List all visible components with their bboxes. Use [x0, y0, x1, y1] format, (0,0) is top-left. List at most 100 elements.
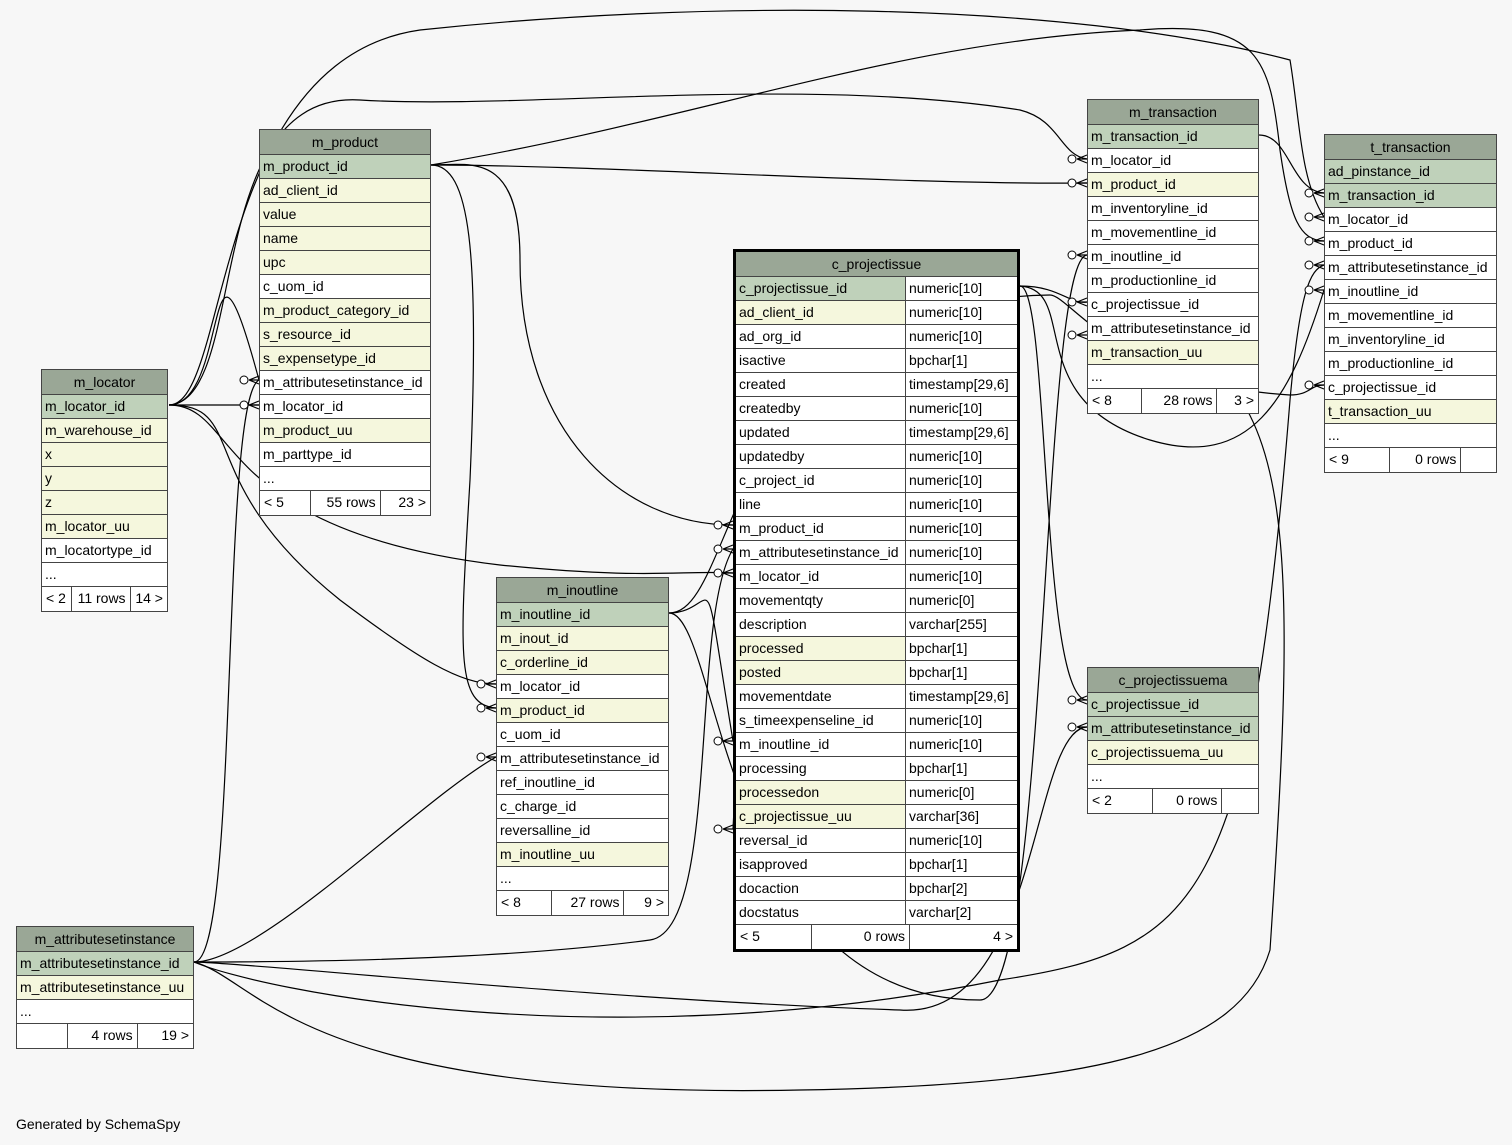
table-column-row[interactable]: m_inout_id — [497, 627, 668, 651]
table-column-row[interactable]: m_parttype_id — [260, 443, 430, 467]
children-link[interactable]: 3 > — [1234, 392, 1254, 408]
table-column-row[interactable]: c_uom_id — [497, 723, 668, 747]
table-column-row[interactable]: ... — [17, 1000, 193, 1024]
children-link[interactable]: 14 > — [135, 590, 163, 606]
parents-link[interactable]: < 9 — [1325, 448, 1391, 472]
table-column-row[interactable]: z — [42, 491, 167, 515]
table-column-row[interactable]: m_inventoryline_id — [1088, 197, 1258, 221]
table-column-row[interactable]: m_inventoryline_id — [1325, 328, 1496, 352]
parents-link[interactable]: < 8 — [497, 891, 553, 915]
table-column-row[interactable]: m_locator_id — [1325, 208, 1496, 232]
table-column-row[interactable]: name — [260, 227, 430, 251]
table-header[interactable]: m_product — [260, 130, 430, 155]
table-column-row[interactable]: upc — [260, 251, 430, 275]
table-column-row[interactable]: s_expensetype_id — [260, 347, 430, 371]
table-column-row[interactable]: m_locator_id — [497, 675, 668, 699]
table-column-row[interactable]: m_locator_id — [1088, 149, 1258, 173]
table-header[interactable]: m_inoutline — [497, 578, 668, 603]
parents-link[interactable]: < 2 — [42, 587, 72, 611]
table-column-row[interactable]: c_uom_id — [260, 275, 430, 299]
children-link[interactable]: 23 > — [398, 494, 426, 510]
table-column-row[interactable]: m_transaction_id — [1325, 184, 1496, 208]
parents-link[interactable]: < 5 — [736, 925, 812, 949]
children-link[interactable] — [1461, 448, 1496, 472]
children-link[interactable]: 9 > — [644, 894, 664, 910]
table-column-row[interactable]: y — [42, 467, 167, 491]
parents-link[interactable]: < 2 — [1088, 789, 1154, 813]
table-column-row[interactable]: m_locator_uu — [42, 515, 167, 539]
table-column-row[interactable]: c_projectissuema_uu — [1088, 741, 1258, 765]
table-column-row[interactable]: m_product_id — [260, 155, 430, 179]
parents-link[interactable]: < 5 — [260, 491, 312, 515]
table-column-row[interactable]: m_locator_id — [260, 395, 430, 419]
table-column-row[interactable]: m_locator_id — [42, 395, 167, 419]
table-column-row[interactable]: m_warehouse_id — [42, 419, 167, 443]
table-column-row[interactable]: m_product_uu — [260, 419, 430, 443]
table-column-row[interactable]: t_transaction_uu — [1325, 400, 1496, 424]
table-column-row[interactable]: m_attributesetinstance_uu — [17, 976, 193, 1000]
table-header[interactable]: c_projectissuema — [1088, 668, 1258, 693]
table-column-row[interactable]: m_product_id — [1088, 173, 1258, 197]
table-column-row[interactable]: m_transaction_uu — [1088, 341, 1258, 365]
table-column-row[interactable]: c_projectissue_id — [1325, 376, 1496, 400]
table-column-row[interactable]: m_attributesetinstance_id — [1088, 717, 1258, 741]
table-column-row[interactable]: ... — [260, 467, 430, 491]
table-column-row[interactable]: ... — [1325, 424, 1496, 448]
table-column-row[interactable]: m_movementline_id — [1325, 304, 1496, 328]
table-column-row[interactable]: m_inoutline_id — [1088, 245, 1258, 269]
table-column-row[interactable]: m_productionline_id — [1325, 352, 1496, 376]
children-link[interactable] — [1222, 789, 1258, 813]
table-column-row[interactable]: m_inoutline_id — [497, 603, 668, 627]
table-header[interactable]: m_locator — [42, 370, 167, 395]
table-column-row[interactable]: m_product_category_id — [260, 299, 430, 323]
table-column-row[interactable]: ad_client_id — [260, 179, 430, 203]
table-column-row[interactable]: m_locatortype_id — [42, 539, 167, 563]
table-header[interactable]: m_transaction — [1088, 100, 1258, 125]
table-column-row[interactable]: m_transaction_id — [1088, 125, 1258, 149]
table-column-row[interactable]: value — [260, 203, 430, 227]
table-column-row[interactable]: x — [42, 443, 167, 467]
table-column-row[interactable]: ... — [1088, 765, 1258, 789]
table-column-row[interactable]: m_attributesetinstance_id — [17, 952, 193, 976]
table-column-row[interactable]: m_product_id — [497, 699, 668, 723]
table-column-row[interactable]: c_projectissue_id — [1088, 293, 1258, 317]
table-column-row[interactable]: m_inoutline_id — [1325, 280, 1496, 304]
table-column-row[interactable]: m_product_id — [1325, 232, 1496, 256]
table-header[interactable]: c_projectissue — [736, 252, 1017, 277]
table-column-row[interactable]: m_movementline_id — [1088, 221, 1258, 245]
table-header[interactable]: m_attributesetinstance — [17, 927, 193, 952]
parents-link[interactable]: < 8 — [1088, 389, 1143, 413]
table-column-row[interactable]: ... — [1088, 365, 1258, 389]
table-column-row[interactable]: s_resource_id — [260, 323, 430, 347]
children-link[interactable]: 19 > — [161, 1027, 190, 1043]
table-column-row[interactable]: ... — [42, 563, 167, 587]
